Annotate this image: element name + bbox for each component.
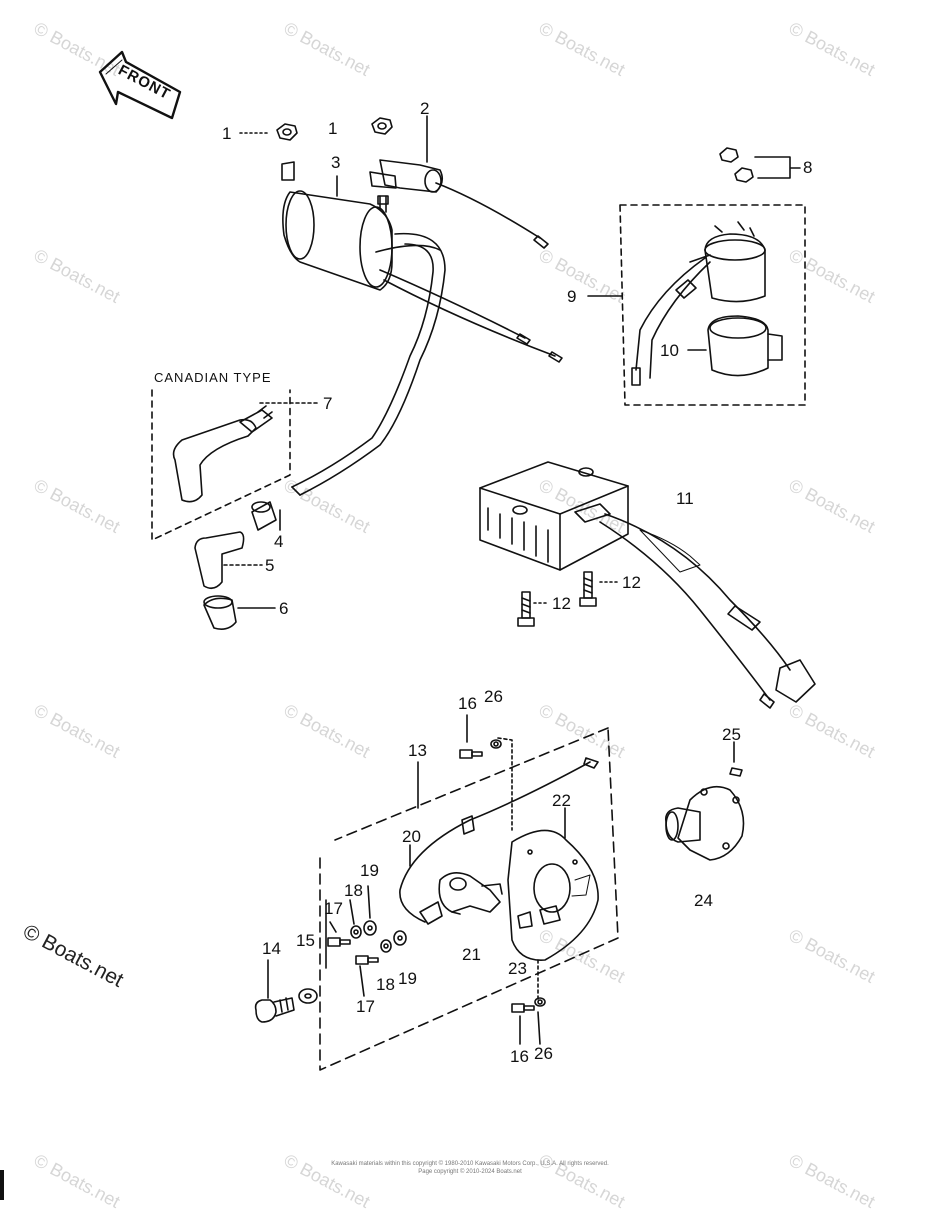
callout-6: 6 <box>279 599 289 618</box>
ignition-coil-part <box>281 161 563 363</box>
pin-part <box>729 767 743 777</box>
callout-1: 1 <box>328 119 338 138</box>
callout-24: 24 <box>694 891 713 910</box>
callout-12: 12 <box>552 594 571 613</box>
callout-14: 14 <box>262 939 281 958</box>
callout-26: 26 <box>534 1044 553 1063</box>
breaker-assembly-outline <box>319 727 619 1071</box>
high-tension-lead-part <box>291 232 446 496</box>
callout-22: 22 <box>552 791 571 810</box>
canadian-type-label: CANADIAN TYPE <box>154 370 272 385</box>
callout-26: 26 <box>484 687 503 706</box>
callout-23: 23 <box>508 959 527 978</box>
washer-part <box>298 988 318 1004</box>
callout-19: 19 <box>398 969 417 988</box>
washer-part <box>363 920 377 936</box>
callout-17: 17 <box>324 899 343 918</box>
bolt-part <box>517 591 535 627</box>
washer-part <box>350 925 362 939</box>
callout-11: 11 <box>676 489 694 508</box>
callout-25: 25 <box>722 725 741 744</box>
contact-points-part <box>419 872 503 925</box>
fineprint-copyright: Kawasaki materials within this copyright… <box>331 1161 609 1175</box>
page-edge-mark <box>0 1170 4 1200</box>
callout-13: 13 <box>408 741 427 760</box>
bolt-part <box>579 571 597 607</box>
washer-part <box>393 930 407 946</box>
breaker-plate-part <box>507 829 599 961</box>
nut-part <box>276 123 298 141</box>
callout-19: 19 <box>360 861 379 880</box>
callout-18: 18 <box>376 975 395 994</box>
callout-16: 16 <box>510 1047 529 1066</box>
callout-21: 21 <box>462 945 481 964</box>
cap-part <box>251 501 277 531</box>
screw-part <box>511 997 546 1013</box>
condenser-part <box>369 159 549 249</box>
nut-part <box>371 117 393 135</box>
callout-17: 17 <box>356 997 375 1016</box>
relay-box-outline <box>619 204 806 406</box>
callout-18: 18 <box>344 881 363 900</box>
callout-8: 8 <box>803 158 813 177</box>
screw-part <box>327 937 351 947</box>
front-arrow-icon <box>98 50 182 120</box>
callout-10: 10 <box>660 341 679 360</box>
callout-1: 1 <box>222 124 232 143</box>
callout-16: 16 <box>458 694 477 713</box>
screw-part <box>459 739 502 759</box>
starter-relay-part <box>631 221 766 386</box>
bolt-part <box>254 997 295 1023</box>
regulator-rectifier-part <box>479 461 816 709</box>
relay-bracket-part <box>707 315 783 377</box>
spark-advancer-part <box>664 785 745 861</box>
callout-2: 2 <box>420 99 430 118</box>
canadian-type-group <box>151 389 291 541</box>
callout-3: 3 <box>331 153 341 172</box>
nut-part <box>719 147 754 183</box>
plug-cap-part <box>194 531 245 590</box>
callout-20: 20 <box>402 827 421 846</box>
washer-part <box>380 939 392 953</box>
screw-part <box>355 955 379 965</box>
callout-4: 4 <box>274 532 284 551</box>
seal-part <box>203 595 237 630</box>
callout-12: 12 <box>622 573 641 592</box>
callout-7: 7 <box>323 394 333 413</box>
callout-15: 15 <box>296 931 315 950</box>
callout-5: 5 <box>265 556 275 575</box>
callout-9: 9 <box>567 287 577 306</box>
lead-wire-part <box>399 757 599 923</box>
